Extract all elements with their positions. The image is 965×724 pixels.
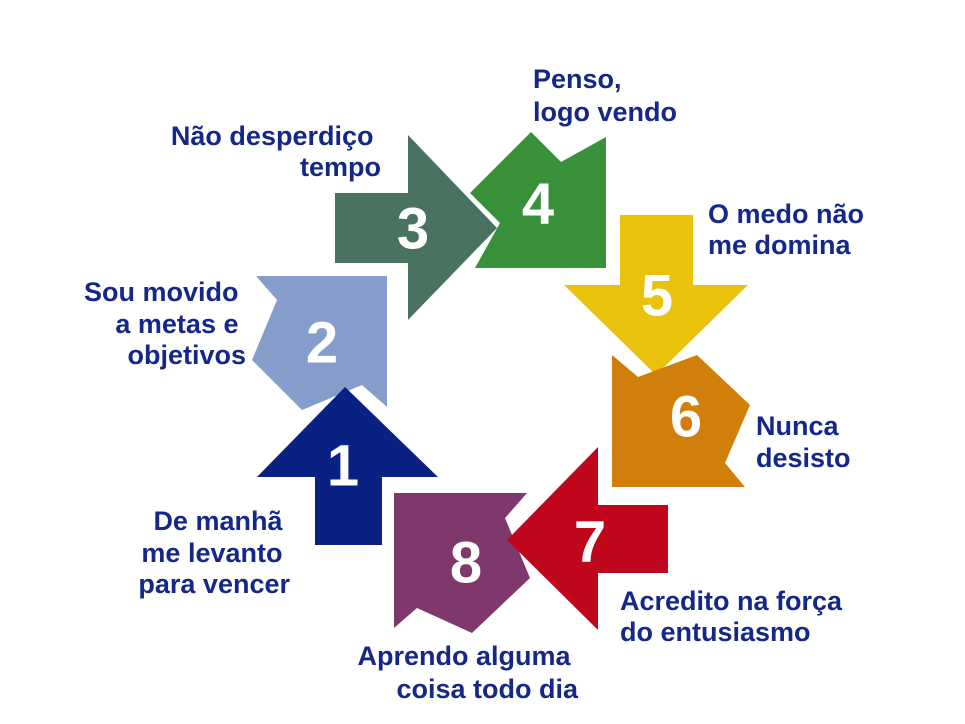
step-4-arrow: 4 [470, 132, 606, 268]
step-7-arrow: 7 [507, 447, 668, 630]
step-6-label-line-1: Nunca [756, 411, 840, 441]
step-6-number: 6 [670, 385, 702, 450]
step-4-arrow-icon [470, 132, 606, 268]
step-5-label-line-2: me domina [708, 230, 852, 260]
step-3-arrow-icon [335, 135, 497, 320]
step-8-arrow-icon [394, 493, 530, 633]
step-8-label: Aprendo alguma coisa todo dia [357, 641, 579, 704]
step-1-arrow: 1 [257, 387, 438, 545]
step-4-number: 4 [522, 172, 554, 237]
step-5-arrow: 5 [564, 215, 748, 375]
step-5-label: O medo não me domina [708, 199, 872, 260]
step-4-label: Penso, logo vendo [533, 64, 677, 127]
step-2-label-line-3: objetivos [127, 340, 246, 370]
step-6-label-line-2: desisto [756, 443, 851, 473]
step-3-label-line-1: Não desperdiço [171, 121, 374, 151]
step-4-label-line-1: Penso, [533, 64, 622, 94]
step-8-label-line-2: coisa todo dia [396, 674, 579, 704]
step-1-label-line-1: De manhã [153, 506, 283, 536]
step-6-arrow: 6 [612, 355, 750, 487]
step-8-number: 8 [450, 531, 482, 596]
step-3-number: 3 [397, 197, 429, 262]
step-7-arrow-icon [507, 447, 668, 630]
step-6-arrow-icon [612, 355, 750, 487]
step-7-label: Acredito na força do entusiasmo [620, 586, 850, 647]
step-1-label-line-2: me levanto [141, 538, 282, 568]
step-7-label-line-1: Acredito na força [620, 586, 843, 616]
step-2-label-line-2: a metas e [115, 309, 238, 339]
step-8-label-line-1: Aprendo alguma [357, 641, 571, 671]
step-2-number: 2 [306, 311, 338, 376]
step-7-number: 7 [574, 510, 606, 575]
step-2-arrow-icon [252, 276, 387, 410]
step-8-arrow: 8 [394, 493, 530, 633]
step-1-arrow-icon [257, 387, 438, 545]
step-1-label: De manhã me levanto para vencer [138, 506, 290, 599]
step-3-label-line-2: tempo [300, 152, 381, 182]
step-1-label-line-3: para vencer [138, 569, 290, 599]
step-5-label-line-1: O medo não [708, 199, 864, 229]
step-5-number: 5 [641, 264, 673, 329]
step-7-label-line-2: do entusiasmo [620, 617, 811, 647]
step-3-label: Não desperdiço tempo [171, 121, 381, 182]
step-1-number: 1 [327, 434, 359, 499]
step-4-label-line-2: logo vendo [533, 97, 677, 127]
step-2-label-line-1: Sou movido [84, 277, 239, 307]
step-2-arrow: 2 [252, 276, 387, 410]
step-6-label: Nunca desisto [756, 411, 851, 473]
step-3-arrow: 3 [335, 135, 497, 320]
step-5-arrow-icon [564, 215, 748, 375]
step-2-label: Sou movido a metas e objetivos [84, 277, 246, 370]
